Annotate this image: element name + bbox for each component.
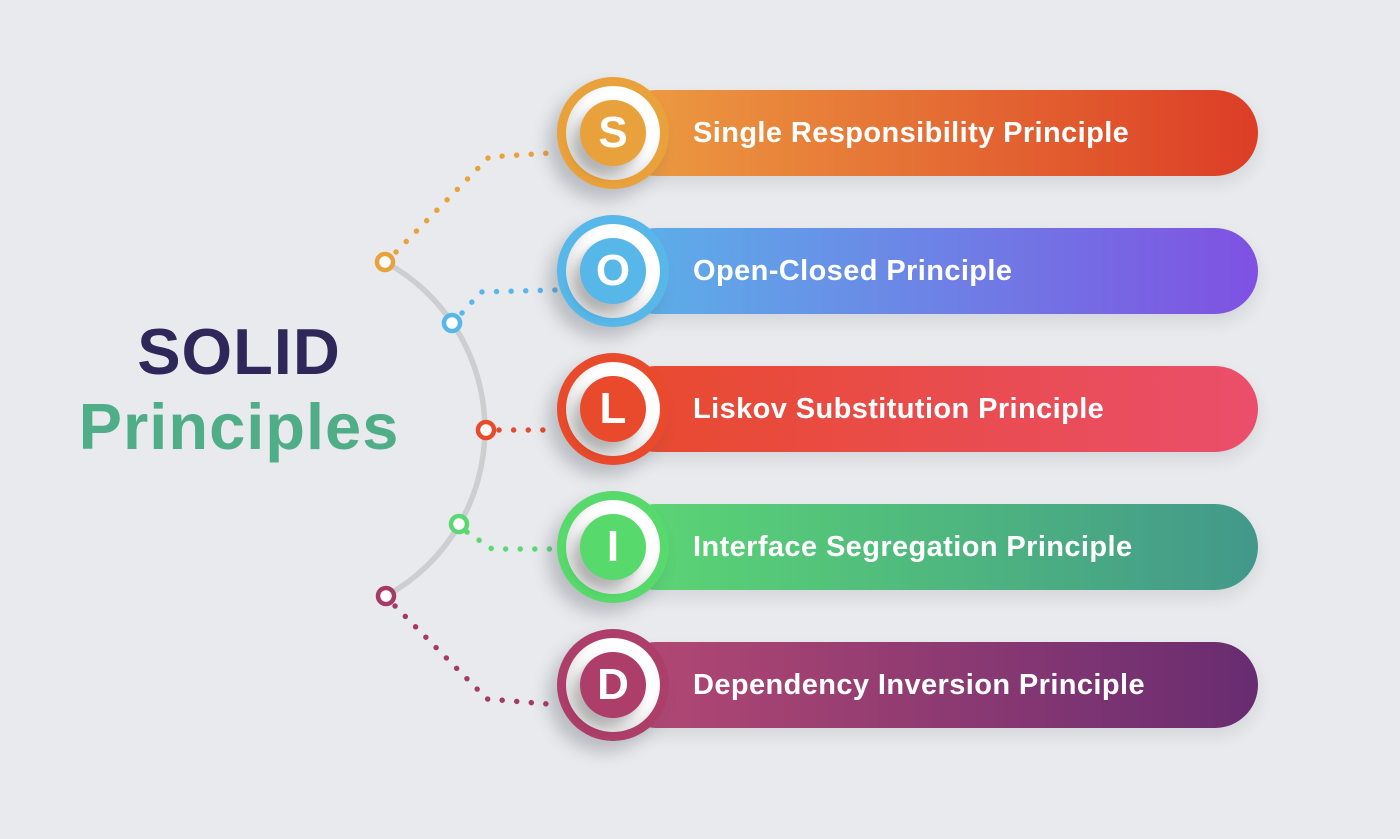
badge-letter-circle: I	[580, 514, 646, 580]
connector-dotted-line-d	[392, 603, 551, 707]
badge-letter: D	[597, 660, 629, 709]
connector-dotted-line-o	[459, 287, 559, 316]
principle-badge-i: I	[557, 491, 669, 603]
principle-badge-s: S	[557, 77, 669, 189]
badge-ring: I	[566, 500, 660, 594]
principle-badge-l: L	[557, 353, 669, 465]
banner-label: Liskov Substitution Principle	[693, 392, 1105, 425]
banner-label: Dependency Inversion Principle	[693, 668, 1145, 701]
badge-ring: S	[566, 86, 660, 180]
badge-letter: S	[598, 108, 628, 157]
arc-node-i	[448, 513, 470, 535]
badge-letter-circle: S	[580, 100, 646, 166]
arc-node-s	[374, 251, 396, 273]
badge-letter-circle: D	[580, 652, 646, 718]
principle-badge-d: D	[557, 629, 669, 741]
connector-dotted-line-i	[464, 529, 554, 552]
principle-banner-i: I Interface Segregation Principle	[557, 491, 1258, 603]
principle-banner-o: O Open-Closed Principle	[557, 215, 1258, 327]
badge-ring: O	[566, 224, 660, 318]
badge-ring: D	[566, 638, 660, 732]
badge-ring: L	[566, 362, 660, 456]
banner-label: Open-Closed Principle	[693, 254, 1013, 287]
principle-banner-s: S Single Responsibility Principle	[557, 77, 1258, 189]
badge-letter-circle: O	[580, 238, 646, 304]
badge-letter: O	[595, 246, 631, 295]
banner-label: Single Responsibility Principle	[693, 116, 1130, 149]
banner-label: Interface Segregation Principle	[693, 530, 1133, 563]
page-title: SOLID Principles	[24, 314, 454, 464]
arc-node-d	[375, 585, 397, 607]
badge-letter-circle: L	[580, 376, 646, 442]
title-principles: Principles	[78, 390, 400, 463]
title-solid: SOLID	[137, 315, 341, 388]
principle-banner-l: L Liskov Substitution Principle	[557, 353, 1258, 465]
connector-dotted-line-s	[393, 150, 554, 255]
principle-banner-d: D Dependency Inversion Principle	[557, 629, 1258, 741]
arc-node-l	[475, 419, 497, 441]
badge-letter: I	[606, 522, 620, 571]
principle-badge-o: O	[557, 215, 669, 327]
badge-letter: L	[599, 384, 627, 433]
